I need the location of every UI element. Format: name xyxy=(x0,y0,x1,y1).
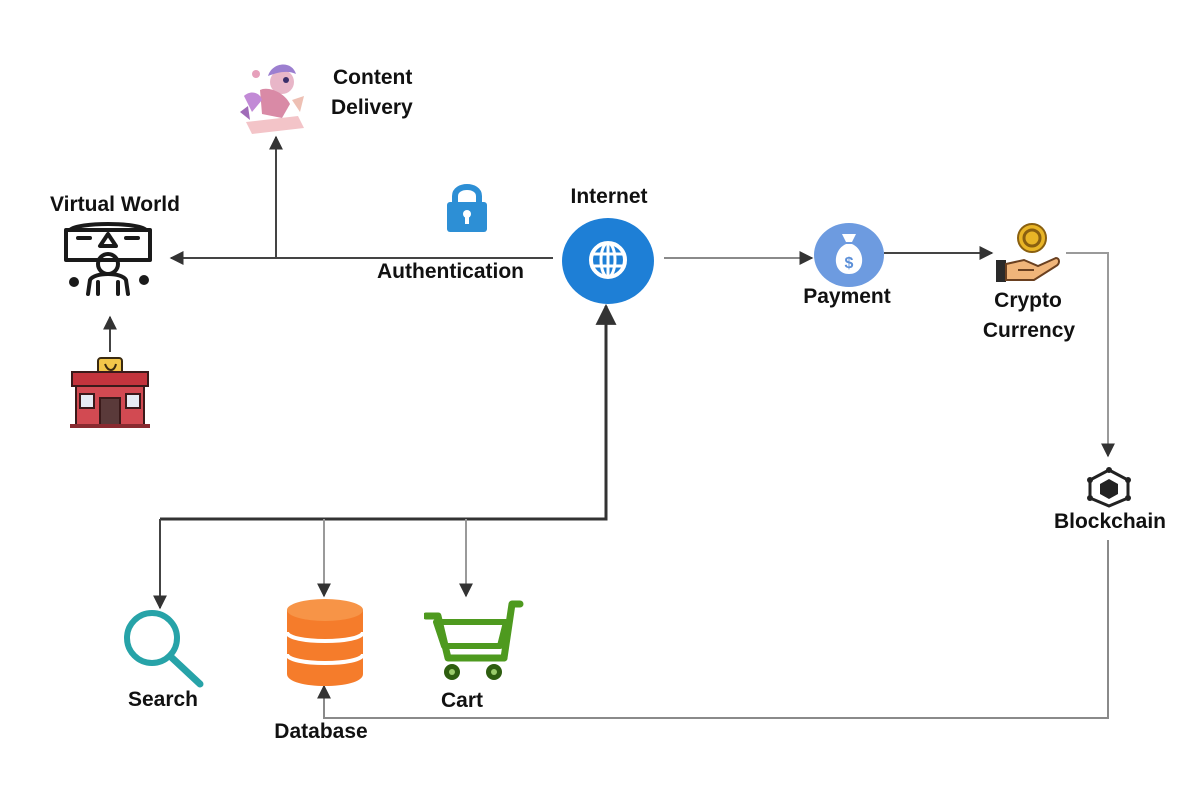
payment-label: Payment xyxy=(803,285,891,308)
blockchain-cube-icon xyxy=(1084,466,1134,508)
authentication-label: Authentication xyxy=(377,260,524,283)
search-label: Search xyxy=(127,688,199,711)
content-delivery-illustration xyxy=(238,56,310,134)
crypto-label-line2: Currency xyxy=(982,319,1076,342)
coin-hand-icon xyxy=(994,222,1060,286)
content-delivery-label-line2: Delivery xyxy=(331,96,413,119)
magnifier-icon xyxy=(120,608,206,688)
content-delivery-label-line1: Content xyxy=(333,66,413,89)
globe-icon xyxy=(560,214,656,304)
edge-blockchain-database xyxy=(317,540,1109,719)
internet-label: Internet xyxy=(570,185,648,208)
vr-headset-person-icon xyxy=(60,220,156,296)
crypto-label-line1: Crypto xyxy=(994,289,1062,312)
edge-crypto-blockchain xyxy=(1066,252,1115,458)
database-label: Database xyxy=(274,720,368,743)
money-bag-icon: $ xyxy=(812,222,886,288)
edge-internet-bus xyxy=(160,303,617,521)
virtual-world-label: Virtual World xyxy=(50,193,180,216)
svg-text:$: $ xyxy=(845,255,854,272)
shopping-cart-icon xyxy=(424,598,524,682)
storefront-icon xyxy=(68,356,152,428)
cart-label: Cart xyxy=(440,689,483,712)
lock-icon xyxy=(443,180,491,234)
blockchain-label: Blockchain xyxy=(1053,510,1167,533)
database-icon xyxy=(285,598,365,688)
